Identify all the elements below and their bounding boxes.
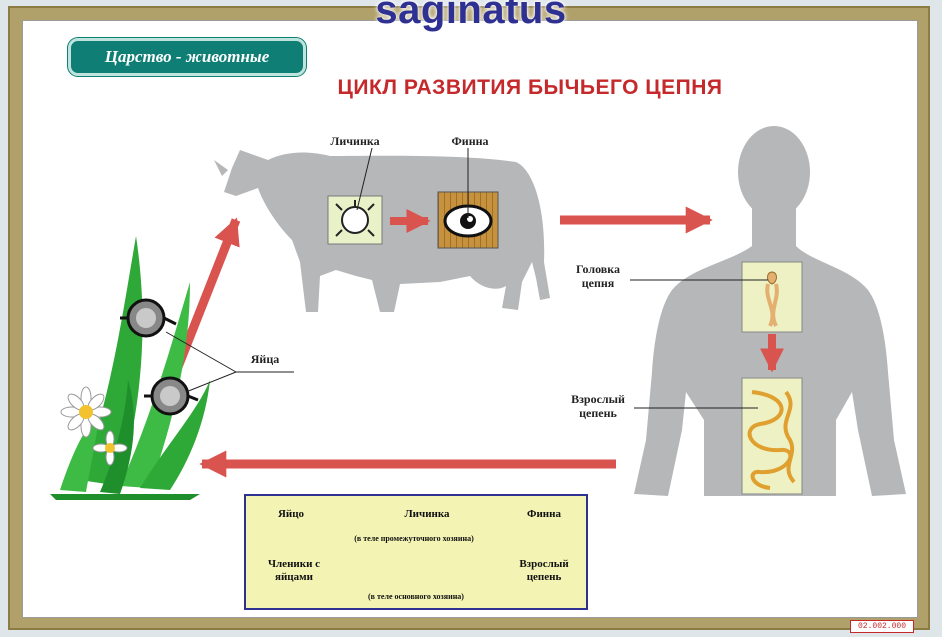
poster-code: 02.002.000 [850,620,914,633]
eggs-label: Яйца [240,352,290,366]
legend-adult: Взрослый цепень [508,558,580,584]
top-title: saginatus [0,0,942,33]
lifecycle-legend: Яйцо Личинка Финна (в теле промежуточног… [244,494,588,610]
larva-box [328,196,382,244]
kingdom-badge: Царство - животные [68,38,306,76]
grass-plant [50,236,210,500]
larva-label: Личинка [320,134,390,148]
legend-intermediate-host: (в теле промежуточного хозяина) [314,534,514,543]
finna-label: Финна [440,134,500,148]
legend-segments: Членики с яйцами [256,558,332,584]
scolex-box [742,262,802,332]
main-title: ЦИКЛ РАЗВИТИЯ БЫЧЬЕГО ЦЕПНЯ [300,76,760,100]
legend-main-host: (в теле основного хозяина) [316,592,516,601]
legend-finna: Финна [518,508,570,521]
adult-worm-box [742,378,802,494]
legend-egg: Яйцо [268,508,314,521]
adult-label: Взрослый цепень [560,392,636,420]
head-label: Головка цепня [560,262,636,290]
legend-larva: Личинка [394,508,460,521]
